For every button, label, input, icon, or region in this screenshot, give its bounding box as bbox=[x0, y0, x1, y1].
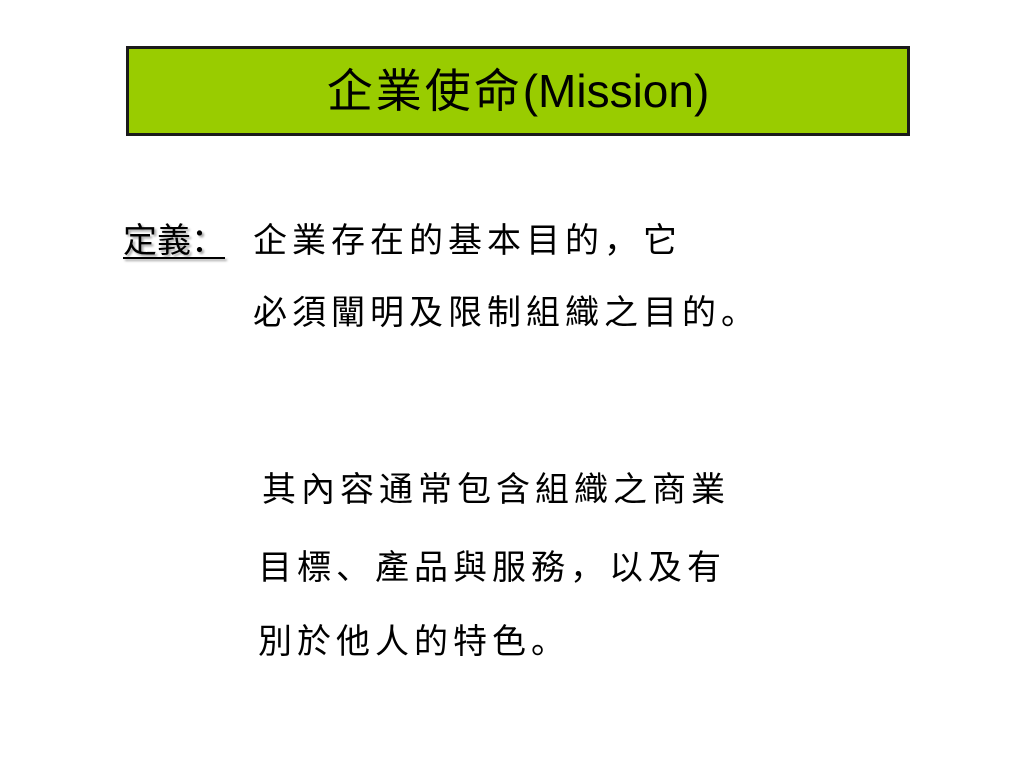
slide-title-english: (Mission) bbox=[522, 65, 710, 117]
slide-title: 企業使命(Mission) bbox=[327, 68, 710, 114]
definition-line-1: 企業存在的基本目的，它 bbox=[253, 221, 682, 261]
definition-label: 定義： bbox=[123, 221, 225, 261]
description-line-1: 其內容通常包含組織之商業 bbox=[262, 470, 730, 510]
definition-line-2: 必須闡明及限制組織之目的。 bbox=[253, 293, 760, 333]
description-line-3: 別於他人的特色。 bbox=[258, 622, 570, 662]
slide-title-chinese: 企業使命 bbox=[326, 64, 523, 118]
description-line-2: 目標、產品與服務，以及有 bbox=[258, 548, 726, 588]
title-box: 企業使命(Mission) bbox=[126, 46, 910, 136]
